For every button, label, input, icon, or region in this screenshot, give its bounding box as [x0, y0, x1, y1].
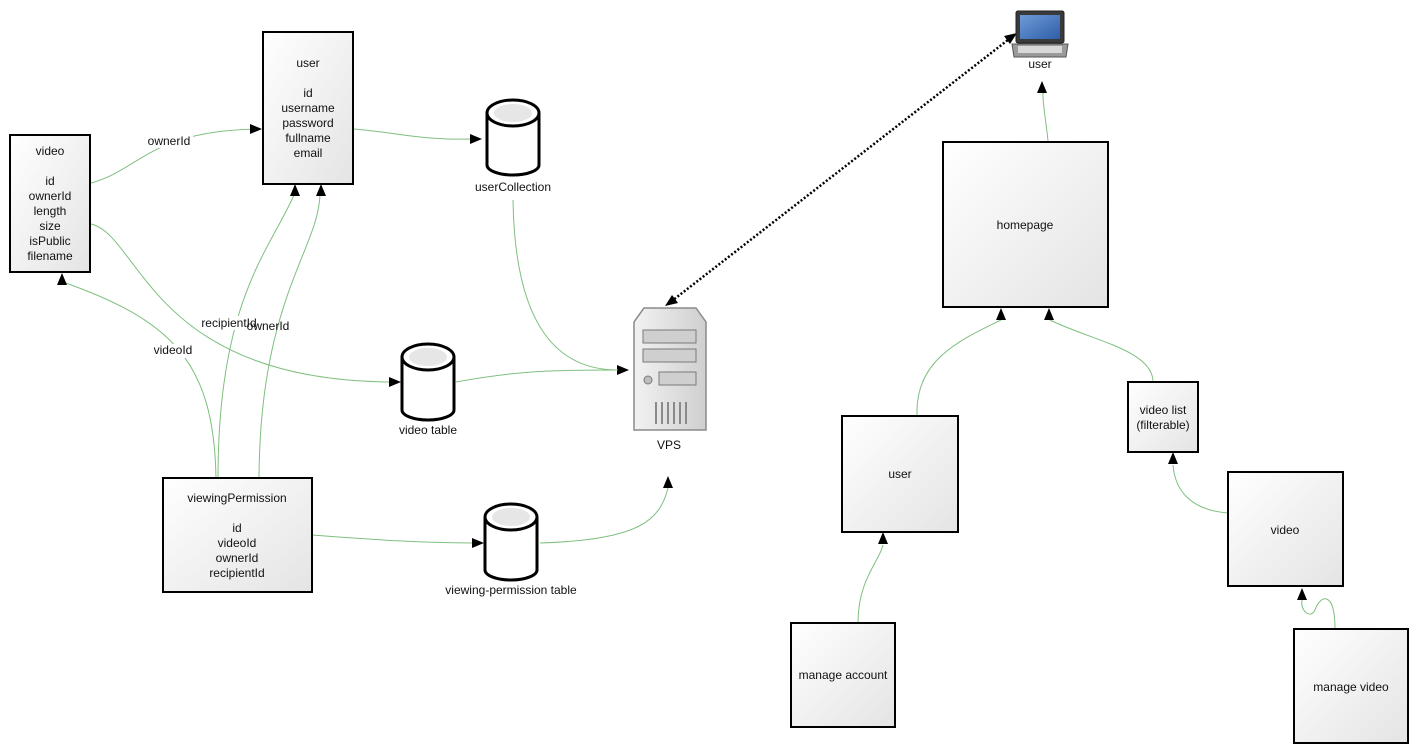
edge-managevideo-video — [1301, 598, 1336, 629]
database-label: video table — [399, 423, 457, 437]
entity-field: filename — [27, 249, 73, 263]
page-user[interactable]: user — [841, 415, 959, 533]
entity-field: email — [294, 146, 323, 160]
edge-vp-user-owner — [258, 194, 321, 479]
entity-title: video — [36, 144, 65, 158]
page-manage-account[interactable]: manage account — [790, 622, 896, 728]
client-label: user — [1028, 57, 1051, 71]
client-user[interactable]: user — [1011, 10, 1069, 71]
edge-homepage-laptop — [1042, 91, 1049, 142]
arrowhead — [1037, 81, 1047, 93]
edge-label-ownerid: ownerId — [148, 134, 191, 148]
edge-label-ownerid: ownerId — [247, 319, 290, 333]
server-icon — [633, 307, 707, 431]
arrowhead — [389, 377, 401, 387]
database-viewingpermissiontable[interactable]: viewing-permission table — [445, 502, 577, 597]
edge-label-videoid: videoId — [154, 343, 193, 357]
edge-video-user — [90, 128, 261, 184]
edge-video-videotable — [90, 223, 391, 383]
entity-field: recipientId — [209, 566, 264, 580]
laptop-icon — [1011, 10, 1069, 58]
edge-vptable-vps — [539, 487, 669, 544]
database-label: viewing-permission table — [445, 583, 577, 597]
entity-title: user — [296, 56, 319, 70]
arrowhead — [665, 295, 678, 306]
page-video[interactable]: video — [1227, 471, 1344, 587]
edge-label-recipientid: recipientId — [201, 316, 256, 330]
arrowhead — [472, 538, 484, 548]
edges-er — [57, 33, 1017, 548]
arrowhead — [663, 476, 673, 488]
edge-vp-video — [62, 281, 217, 479]
arrowhead — [1297, 588, 1307, 600]
entity-field: fullname — [285, 131, 331, 145]
arrowhead — [878, 532, 888, 544]
entity-field: videoId — [218, 536, 257, 550]
arrowhead — [1044, 308, 1054, 320]
page-video-list[interactable]: video list (filterable) — [1127, 381, 1199, 453]
entity-field: size — [39, 219, 61, 233]
arrowhead — [617, 365, 629, 375]
arrowhead — [470, 134, 482, 144]
arrowhead — [57, 273, 67, 285]
page-homepage[interactable]: homepage — [942, 141, 1109, 308]
entity-field: username — [281, 101, 335, 115]
entity-user[interactable]: user id username password fullname email — [262, 31, 354, 185]
server-vps[interactable]: VPS — [633, 307, 707, 452]
entity-viewingpermission[interactable]: viewingPermission id videoId ownerId rec… — [162, 477, 313, 593]
page-label: (filterable) — [1136, 418, 1189, 432]
page-label: manage video — [1313, 680, 1389, 694]
edge-manageaccount-user — [857, 544, 884, 623]
database-label: userCollection — [475, 180, 551, 194]
arrowhead — [1004, 33, 1017, 44]
edge-vp-user-recipient — [217, 194, 295, 479]
edge-video-videolist — [1172, 464, 1229, 514]
entity-field: isPublic — [29, 234, 70, 248]
page-manage-video[interactable]: manage video — [1293, 628, 1409, 744]
edge-vp-vptable — [311, 534, 473, 544]
database-videotable[interactable]: video table — [399, 342, 457, 437]
entity-field: password — [282, 116, 333, 130]
edge-vps-laptop — [667, 35, 1014, 305]
edge-user-usercollection — [353, 128, 471, 140]
entity-field: ownerId — [216, 551, 259, 565]
page-label: manage account — [799, 668, 888, 682]
server-label: VPS — [657, 438, 681, 452]
entity-video[interactable]: video id ownerId length size isPublic fi… — [9, 134, 91, 273]
arrowhead — [250, 124, 262, 134]
page-label: video — [1271, 523, 1300, 537]
entity-field: id — [232, 521, 241, 535]
page-label: video list — [1140, 403, 1187, 417]
page-label: user — [888, 467, 911, 481]
entity-field: id — [303, 86, 312, 100]
entity-field: ownerId — [29, 189, 72, 203]
arrowhead — [316, 184, 326, 196]
edge-usercollection-vps — [512, 199, 619, 371]
arrowhead — [1168, 452, 1178, 464]
edge-videolist-homepage — [1049, 319, 1154, 383]
arrowhead — [290, 184, 300, 196]
entity-field: length — [34, 204, 67, 218]
database-usercollection[interactable]: userCollection — [475, 98, 551, 194]
entity-title: viewingPermission — [187, 491, 286, 505]
edge-videotable-vps — [455, 369, 619, 383]
edges-pages — [857, 81, 1336, 629]
edge-labels: ownerId recipientId ownerId videoId — [145, 134, 289, 358]
entity-field: id — [45, 174, 54, 188]
page-label: homepage — [997, 218, 1054, 232]
edge-user-homepage — [916, 319, 1002, 416]
arrowhead — [996, 308, 1006, 320]
